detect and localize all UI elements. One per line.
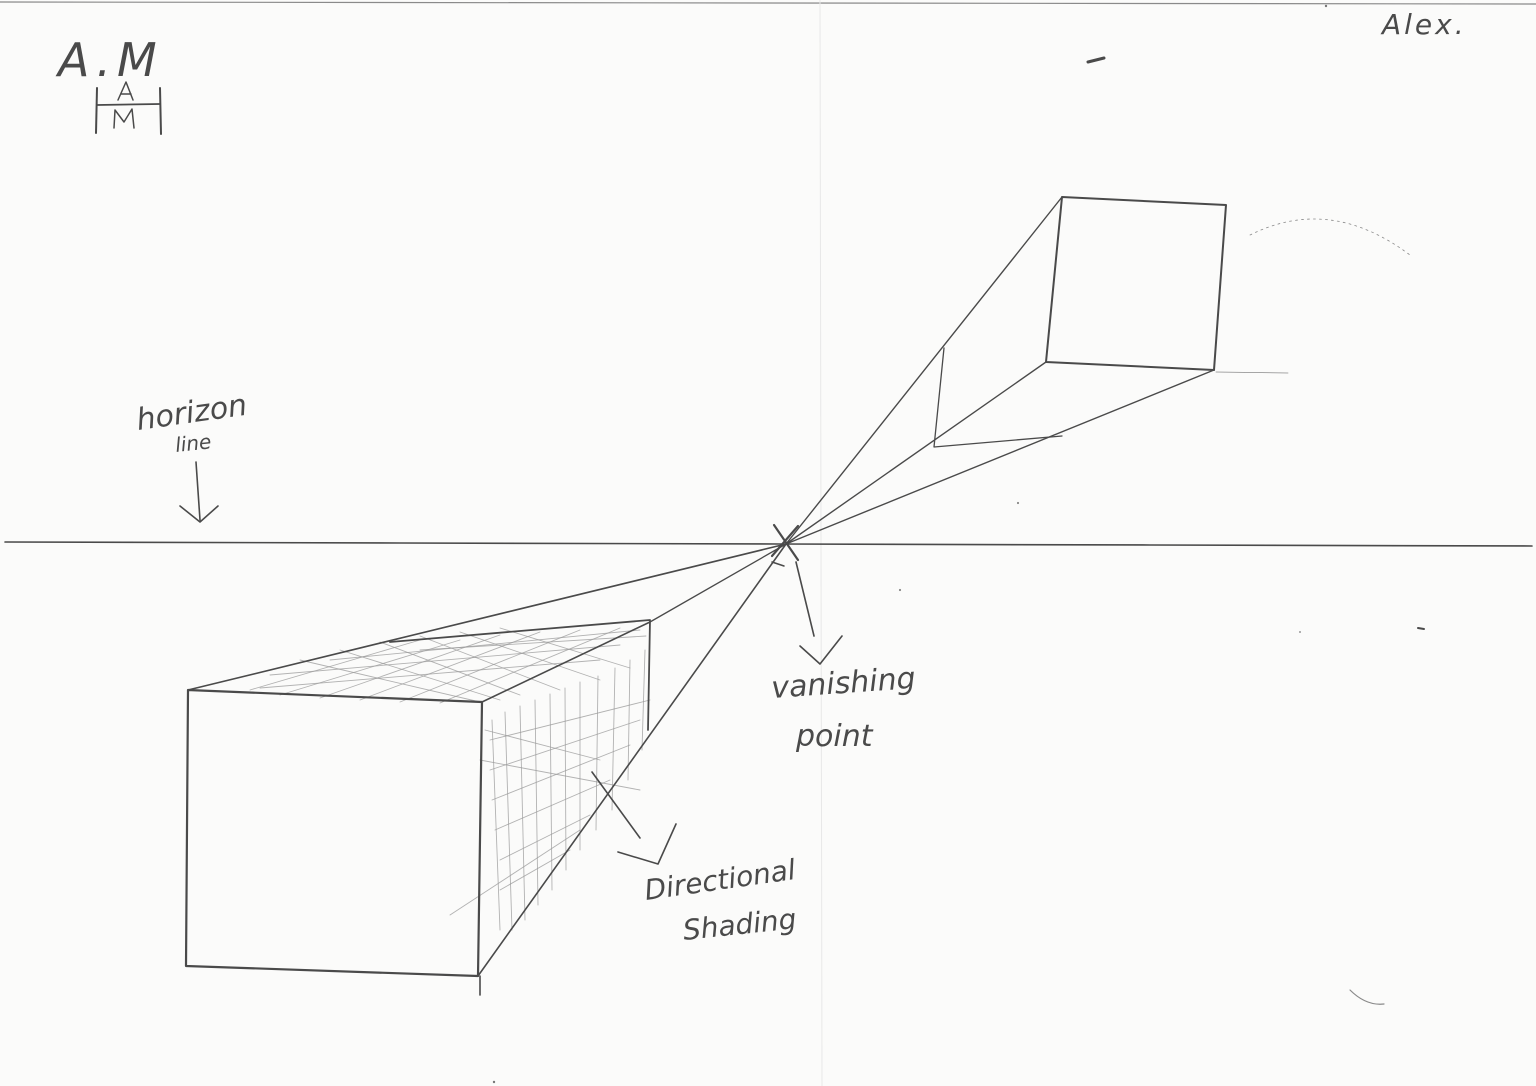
construction-dash [1215,371,1289,374]
lower-box-vanishing-guide [649,543,787,623]
directional-shading-label: Directional Shading [591,771,798,947]
horizon-line [4,541,1533,547]
vanishing-label-line1: vanishing [770,661,917,706]
shading-arrow [617,823,677,865]
upper-box-receding-edge-top-left [785,196,1063,545]
lower-box-back-edges [389,619,651,731]
initials-text: A.M [55,33,163,87]
horizon-arrow [179,461,219,523]
stray-pencil-marks [492,4,1425,1084]
vanishing-point-arrow [799,635,843,665]
lower-box [184,543,787,996]
scan-top-edge [0,1,1536,5]
construction-arc [1249,218,1411,256]
vanishing-point-label: vanishing point [770,561,917,754]
shading-label-line1: Directional [642,853,797,907]
vanishing-point-leader [795,561,815,637]
monogram-seal [95,81,162,135]
horizon-label-line2: line [174,429,212,457]
lower-box-receding-edge-top-right [481,621,651,703]
shading-leader [591,771,641,839]
page-fold-line [819,0,823,1086]
vanishing-point-marker [770,523,800,567]
lower-box-receding-edge-top-left [187,543,787,691]
vanishing-label-line2: point [795,719,874,754]
upper-box-back-edges [933,347,1063,448]
upper-box [785,196,1411,545]
author-name: Alex. [1380,8,1467,41]
lower-box-front-face [184,688,484,978]
lower-box-receding-edge-bottom-right [477,543,787,977]
shading-label-line2: Shading [681,902,798,947]
upper-box-receding-edge-bottom-left [785,361,1047,545]
top-face-shading [249,627,647,704]
horizon-label: horizon line [134,388,249,523]
upper-box-receding-edge-bottom-right [785,369,1215,545]
upper-box-front-face [1045,196,1227,371]
